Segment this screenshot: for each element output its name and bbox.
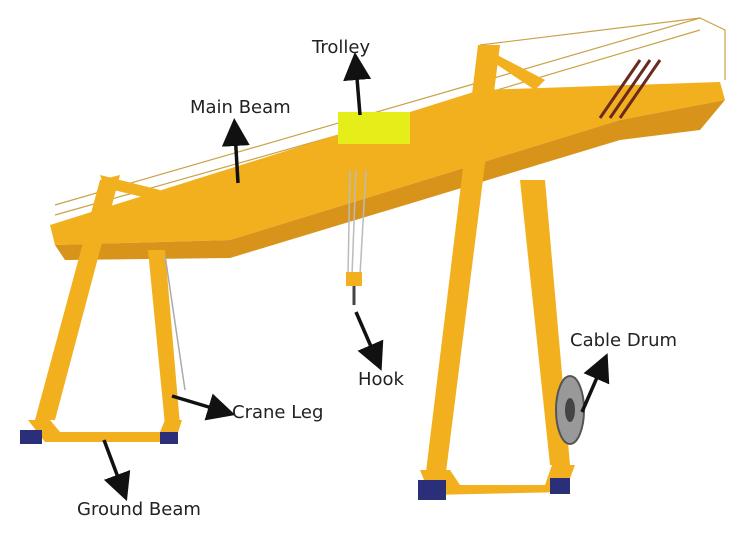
left-legs [28,175,186,442]
hook-label: Hook [358,369,404,390]
trolley-label: Trolley [312,37,371,58]
cable-drum-arrow [580,353,610,413]
cable-drum [555,375,585,445]
main-beam-arrow [221,118,250,184]
crane-leg-label: Crane Leg [232,402,324,423]
wheels [20,430,570,500]
hook-arrow [354,311,384,371]
main-beam-label: Main Beam [190,97,291,118]
trolley-arrow [343,52,372,116]
main-beam [50,59,725,260]
cable-drum-label: Cable Drum [570,330,678,351]
crane-leg-arrow [171,393,236,421]
hook [346,169,367,305]
arrows [102,52,610,502]
ground-beam-arrow [102,439,131,502]
trolley [338,112,410,144]
ground-beam-label: Ground Beam [77,499,201,520]
